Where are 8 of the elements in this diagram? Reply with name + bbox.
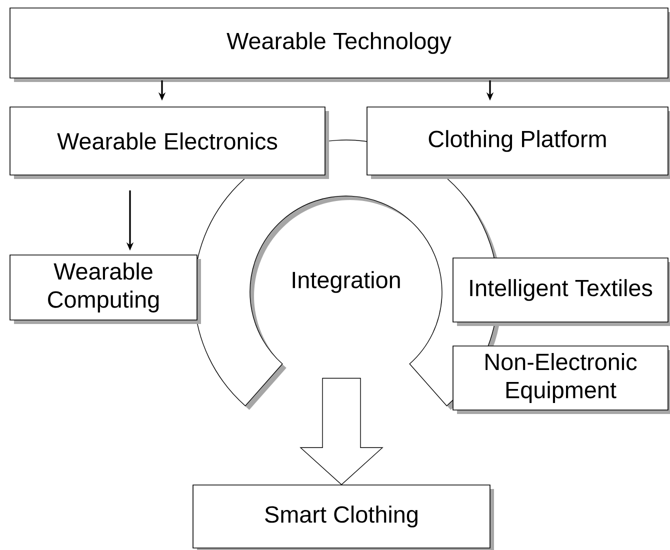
text-box: Intelligent Textiles [452,258,670,326]
block-arrow [300,378,384,486]
text-box: Non-Electronic Equipment [452,346,670,414]
text-box: Smart Clothing [192,484,494,550]
text-box: Wearable Electronics [10,106,329,179]
text-box: Wearable Technology [10,8,670,82]
text-box: Clothing Platform [366,106,670,179]
text-box: Wearable Computing [10,254,201,324]
